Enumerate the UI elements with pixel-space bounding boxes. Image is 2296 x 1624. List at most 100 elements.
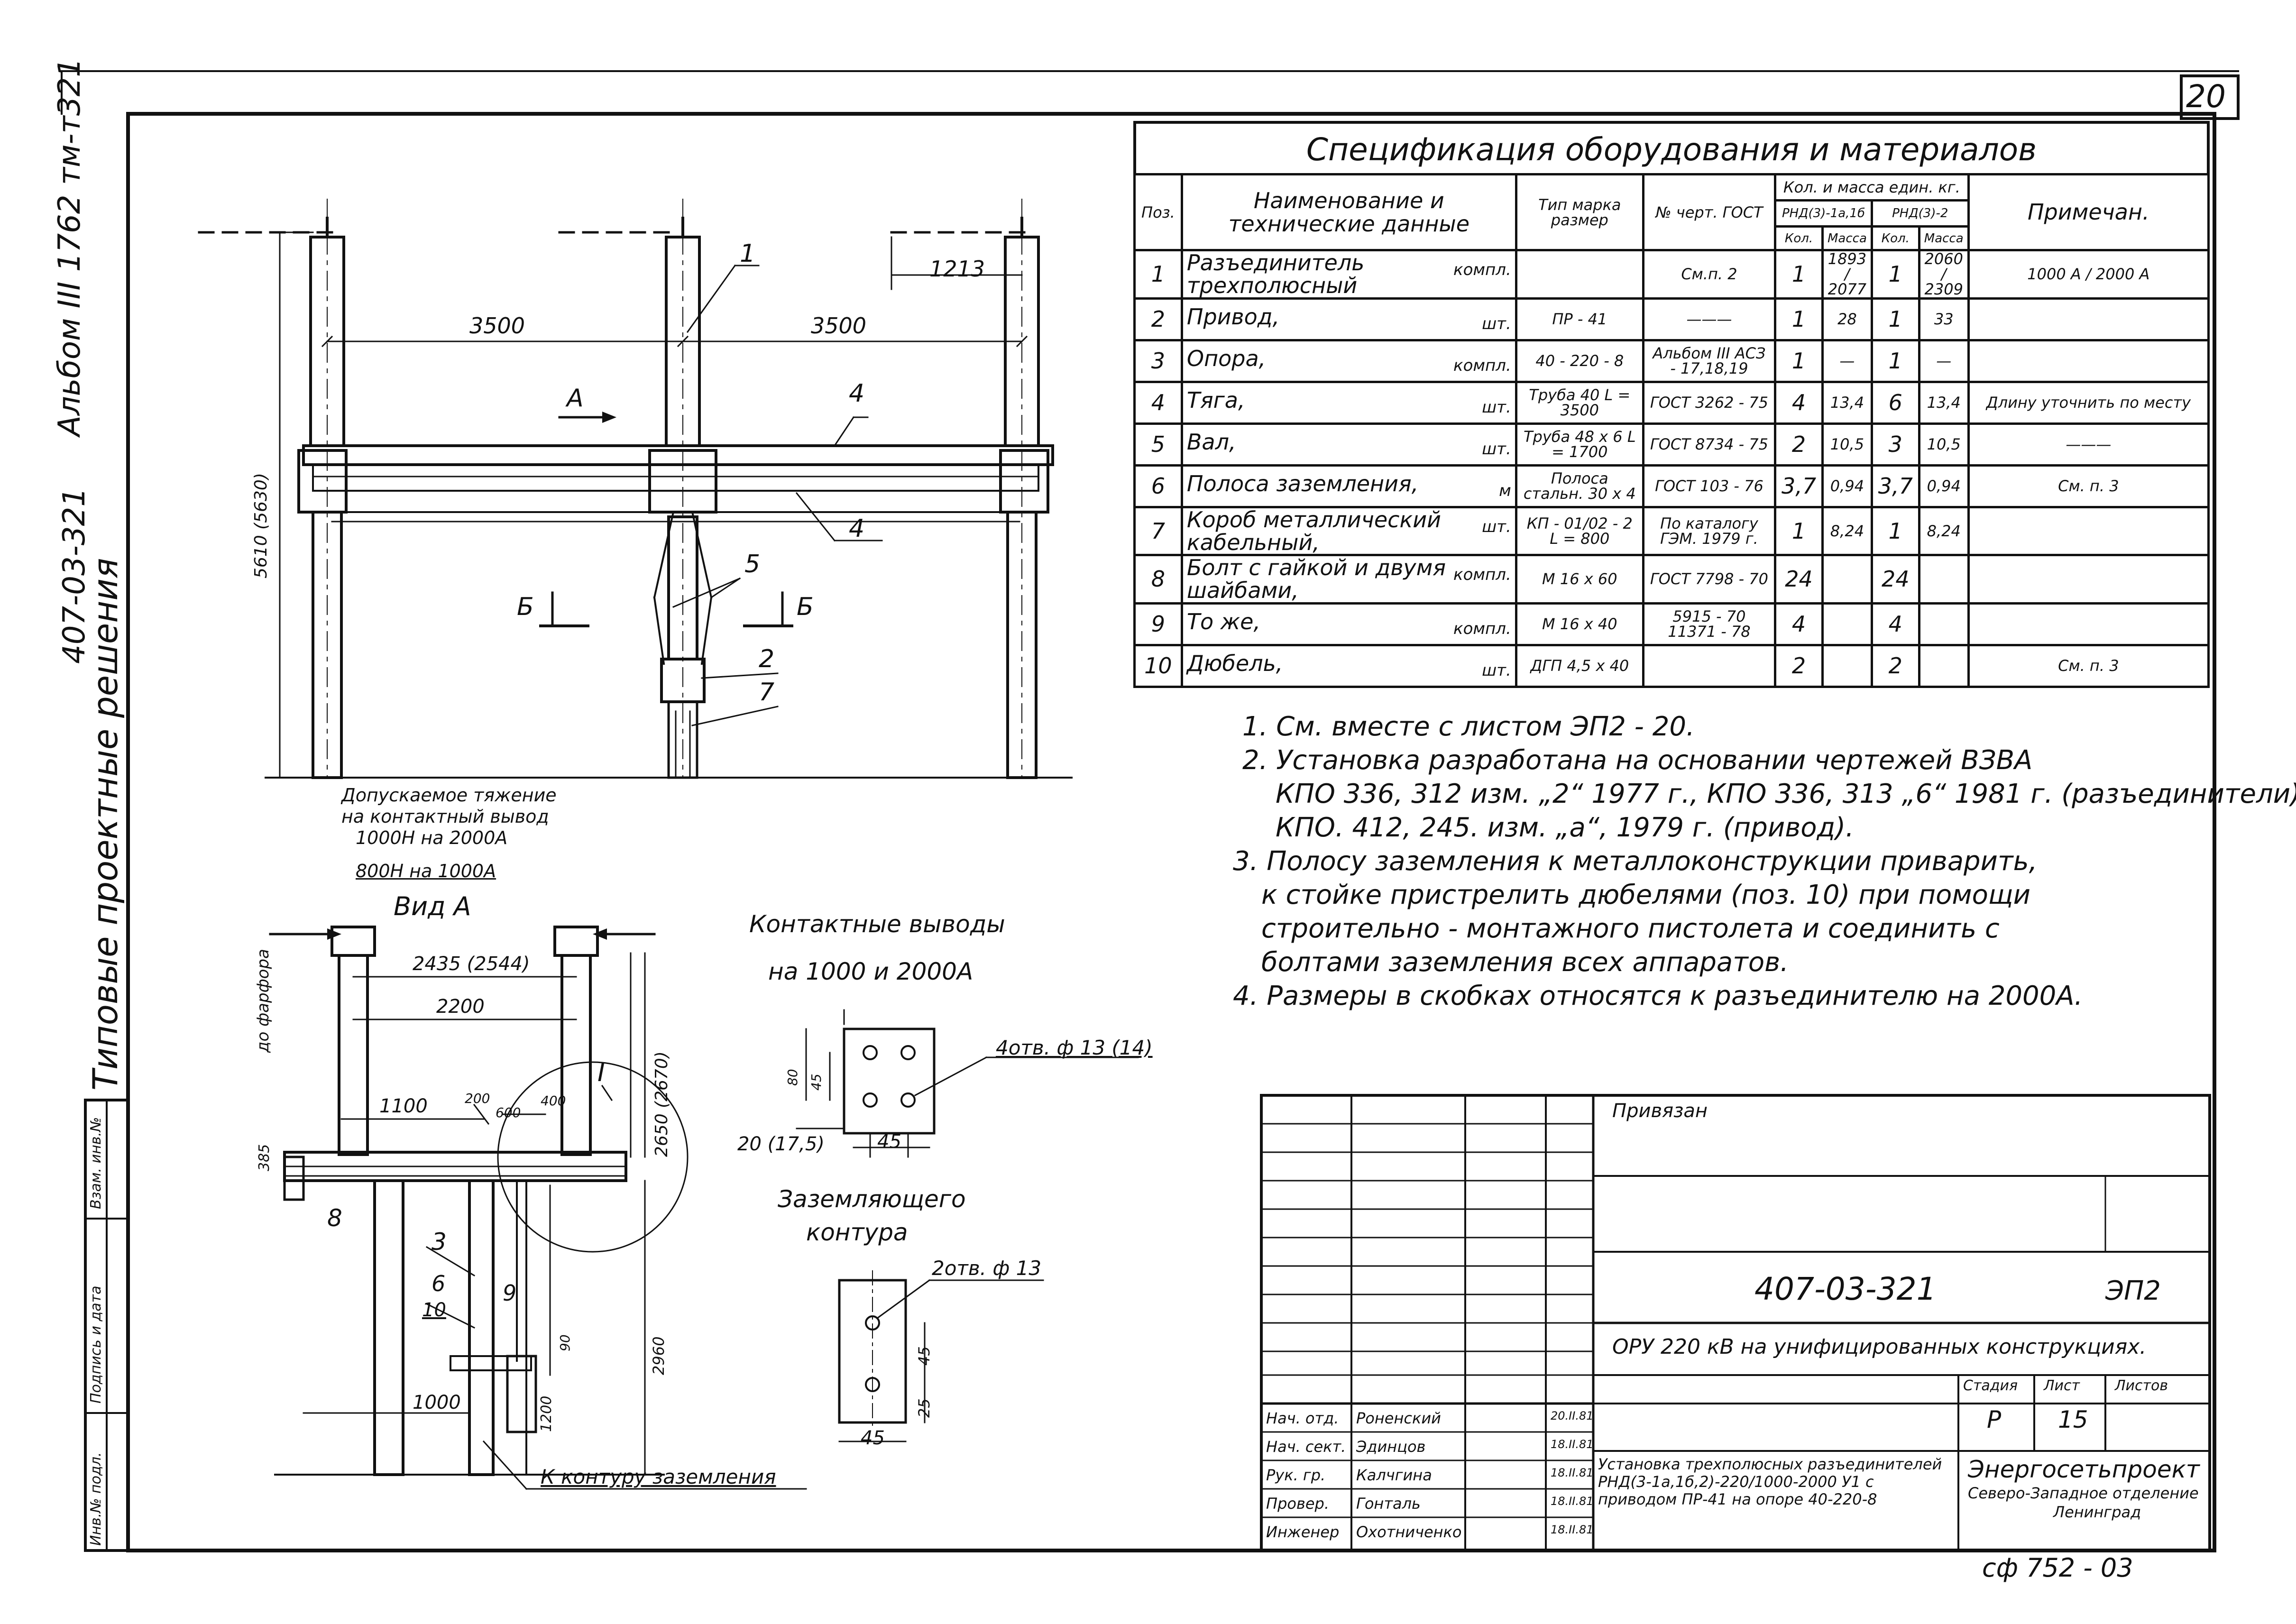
spec-title: Спецификация оборудования и материалов (1306, 131, 2037, 168)
spec-qty-1: 4 (1774, 380, 1824, 425)
spec-name-text: Тяга, (1186, 387, 1245, 413)
tb-stage-h: Стадия (1963, 1377, 2018, 1394)
bottom-code: сф 752 - 03 (1982, 1553, 2133, 1583)
spec-note (1967, 297, 2210, 341)
hdr-grp2: РНД(3)-2 (1870, 199, 1970, 228)
contacts-title-2: на 1000 и 2000А (768, 958, 974, 985)
spec-mass-2: 33 (1918, 297, 1970, 341)
tension-line-2: на контактный вывод (341, 806, 549, 827)
spec-mass-2: 13,4 (1918, 380, 1970, 425)
tb-role-date: 18.II.81 (1551, 1438, 1594, 1451)
tb-role-date: 18.II.81 (1551, 1495, 1594, 1508)
spec-qty-1: 2 (1774, 643, 1824, 688)
spec-pos: 2 (1133, 297, 1183, 341)
pos-7-label: 7 (759, 678, 775, 706)
tb-org-2: Северо-Западное отделение (1968, 1484, 2199, 1502)
spec-mass-1: 13,4 (1821, 380, 1873, 425)
dim-45-gh: 45 (861, 1427, 885, 1449)
section-b-left: Б (517, 593, 534, 621)
spec-type: ДГП 4,5 х 40 (1515, 643, 1644, 688)
note-3-cont-1: к стойке пристрелить дюбелями (поз. 10) … (1261, 880, 2031, 910)
spec-mass-1: 8,24 (1821, 505, 1873, 557)
spec-title-box: Спецификация оборудования и материалов (1133, 121, 2210, 173)
spec-pos: 5 (1133, 422, 1183, 467)
dim-3500-right: 3500 (811, 313, 867, 339)
tb-sheet-code: ЭП2 (2105, 1275, 2161, 1306)
tb-org-3: Ленинград (2053, 1503, 2141, 1521)
spec-mass-2: 0,94 (1918, 464, 1970, 508)
hdr-pos: Поз. (1133, 173, 1183, 251)
spec-mass-2: 8,24 (1918, 505, 1970, 557)
spec-pos: 1 (1133, 249, 1183, 300)
spec-note (1967, 505, 2210, 557)
spec-type: М 16 х 40 (1515, 602, 1644, 646)
tension-line-4: 800Н на 1000А (356, 861, 496, 881)
note-1: 1. См. вместе с листом ЭП2 - 20. (1242, 711, 1695, 742)
spec-note (1967, 602, 2210, 646)
tb-role: Провер. (1266, 1495, 1329, 1513)
notes-block: 1. См. вместе с листом ЭП2 - 20. 2. Уста… (1233, 711, 2296, 1011)
spec-mass-2 (1918, 554, 1970, 605)
tb-role-name: Эдинцов (1356, 1438, 1426, 1456)
spec-name: шт. Дюбель, (1180, 643, 1517, 688)
spec-mass-2: 2060 / 2309 (1918, 249, 1970, 300)
tension-line-1: Допускаемое тяжение (341, 785, 557, 806)
tb-privyazan: Привязан (1612, 1100, 1708, 1122)
spec-note (1967, 554, 2210, 605)
note-2: 2. Установка разработана на основании че… (1242, 745, 2033, 776)
spec-table: Поз. Наименование и технические данные Т… (1133, 173, 2210, 688)
tb-role-date: 18.II.81 (1551, 1523, 1594, 1536)
spec-pos: 6 (1133, 464, 1183, 508)
pos-9-label: 9 (503, 1280, 517, 1306)
spec-header-row-3: Кол. Масса Кол. Масса (1135, 225, 2209, 251)
tension-line-3: 1000Н на 2000А (356, 827, 508, 848)
spec-unit: шт. (1482, 440, 1511, 459)
spec-name-text: То же, (1186, 609, 1261, 635)
spec-name-text: Опора, (1186, 346, 1266, 372)
spec-note (1967, 339, 2210, 383)
spec-qty-2: 1 (1870, 297, 1920, 341)
tb-role-name: Гонталь (1356, 1495, 1421, 1513)
spec-qty-1: 1 (1774, 249, 1824, 300)
spec-mass-2: 10,5 (1918, 422, 1970, 467)
tb-code: 407-03-321 (1754, 1271, 1937, 1307)
spec-mass-1: 1893 / 2077 (1821, 249, 1873, 300)
spec-qty-1: 24 (1774, 554, 1824, 605)
tb-role: Нач. отд. (1266, 1409, 1339, 1427)
pos-10-label: 10 (422, 1299, 446, 1321)
spec-note: ——— (1967, 422, 2210, 467)
spec-mass-1: 10,5 (1821, 422, 1873, 467)
contacts-title-1: Контактные выводы (749, 910, 1005, 938)
hdr-name: Наименование и технические данные (1180, 173, 1517, 251)
spec-name-text: Короб металлический кабельный, (1186, 506, 1442, 555)
arrow-a-label: А (567, 384, 584, 413)
spec-name-text: Привод, (1186, 304, 1280, 330)
spec-unit: шт. (1482, 314, 1511, 334)
spec-qty-1: 3,7 (1774, 464, 1824, 508)
note-2-cont-2: КПО. 412, 245. изм. „а“, 1979 г. (привод… (1276, 812, 1854, 843)
spec-mass-2 (1918, 602, 1970, 646)
tb-org-1: Энергосетьпроект (1968, 1456, 2200, 1483)
tb-list-h: Лист (2044, 1377, 2080, 1394)
pos-8-label: 8 (327, 1204, 342, 1232)
spec-qty-1: 4 (1774, 602, 1824, 646)
note-3: 3. Полосу заземления к металлоконструкци… (1233, 846, 2038, 877)
pos-3-label: 3 (432, 1228, 447, 1256)
pos-4-label-top: 4 (849, 379, 865, 408)
dim-3500-left: 3500 (469, 313, 525, 339)
spec-note: 1000 А / 2000 А (1967, 249, 2210, 300)
spec-unit: шт. (1482, 398, 1511, 417)
tb-role: Рук. гр. (1266, 1466, 1326, 1484)
spec-unit: шт. (1482, 661, 1511, 680)
spec-type: ПР - 41 (1515, 297, 1644, 341)
spec-name-text: Дюбель, (1186, 651, 1283, 677)
hdr-grp1: РНД(3)-1а,1б (1774, 199, 1873, 228)
spec-type: Полоса стальн. 30 х 4 (1515, 464, 1644, 508)
spec-unit: компл. (1453, 565, 1511, 585)
